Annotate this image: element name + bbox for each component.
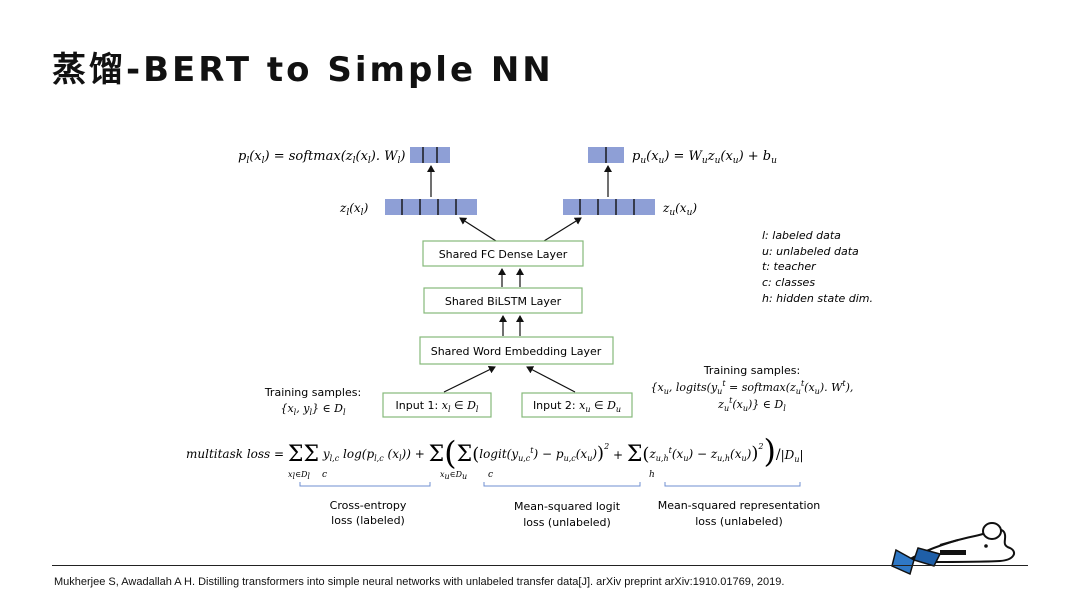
p-l-vector (410, 147, 450, 163)
footer-rule (52, 565, 1028, 566)
citation: Mukherjee S, Awadallah A H. Distilling t… (54, 576, 785, 588)
legend-item: t: teacher (762, 260, 817, 273)
sum-index-c2: c (488, 470, 493, 480)
sum-index-xl: xl∈Dl (288, 470, 310, 481)
legend-item: l: labeled data (762, 229, 841, 242)
embedding-layer-box (419, 336, 614, 365)
legend-item: h: hidden state dim. (762, 292, 873, 305)
arrow-fc-zl (459, 217, 497, 242)
brace-mean-squared-logit (483, 482, 641, 487)
legend-item: c: classes (762, 276, 815, 289)
msl-label-line1: Mean-squared logit (514, 500, 621, 513)
ce-label-line1: Cross-entropy (330, 499, 407, 512)
training-right-line2: {xu, logits(yut = softmax(zut(xu). Wt), (651, 379, 854, 396)
slide-title: 蒸馏-BERT to Simple NN (52, 50, 554, 90)
reading-mouse-illustration (891, 522, 1016, 576)
p-l-formula: pl(xl) = softmax(zl(xl). Wl) (238, 149, 405, 166)
sum-index-c1: c (322, 470, 327, 480)
p-u-vector (588, 147, 624, 163)
fc-layer-label: Shared FC Dense Layer (439, 248, 568, 261)
sum-index-xu: xu∈Du (440, 470, 467, 481)
msl-label-line2: loss (unlabeled) (523, 516, 611, 529)
z-u-label: zu(xu) (662, 201, 697, 218)
bilstm-layer-label: Shared BiLSTM Layer (445, 295, 562, 308)
z-u-vector (563, 199, 655, 215)
training-left-title: Training samples: (264, 386, 361, 399)
msr-label-line2: loss (unlabeled) (695, 515, 783, 528)
input1-label: Input 1: xl ∈ Dl (396, 399, 479, 414)
legend-item: u: unlabeled data (762, 245, 859, 258)
input2-box (521, 392, 633, 418)
bilstm-layer-box (423, 287, 583, 314)
z-l-label: zl(xl) (339, 201, 369, 218)
notation-legend: l: labeled data u: unlabeled data t: tea… (762, 229, 873, 305)
brace-cross-entropy (299, 482, 431, 487)
brace-mean-squared-rep (664, 482, 801, 487)
training-right-title: Training samples: (703, 364, 800, 377)
input1-box (382, 392, 492, 418)
training-right-line3: zut(xu)} ∈ Dl (717, 396, 786, 413)
loss-formula-text: multitask loss = ΣΣ yl,c log(pl,c (xl)) … (186, 432, 804, 472)
sum-index-h: h (649, 470, 655, 480)
embedding-layer-label: Shared Word Embedding Layer (431, 345, 602, 358)
arrow-input1-emb (443, 366, 496, 393)
ce-label-line2: loss (labeled) (331, 514, 405, 527)
loss-formula: multitask loss = ΣΣ yl,c log(pl,c (xl)) … (186, 432, 804, 481)
arrow-fc-zu (543, 217, 582, 242)
training-left-set: {xl, yl} ∈ Dl (280, 402, 346, 417)
fc-layer-box (422, 240, 584, 267)
z-l-vector (385, 199, 477, 215)
arrow-input2-emb (526, 366, 576, 393)
msr-label-line1: Mean-squared representation (658, 499, 821, 512)
p-u-formula: pu(xu) = Wuzu(xu) + bu (632, 149, 777, 166)
input2-label: Input 2: xu ∈ Du (533, 399, 621, 414)
